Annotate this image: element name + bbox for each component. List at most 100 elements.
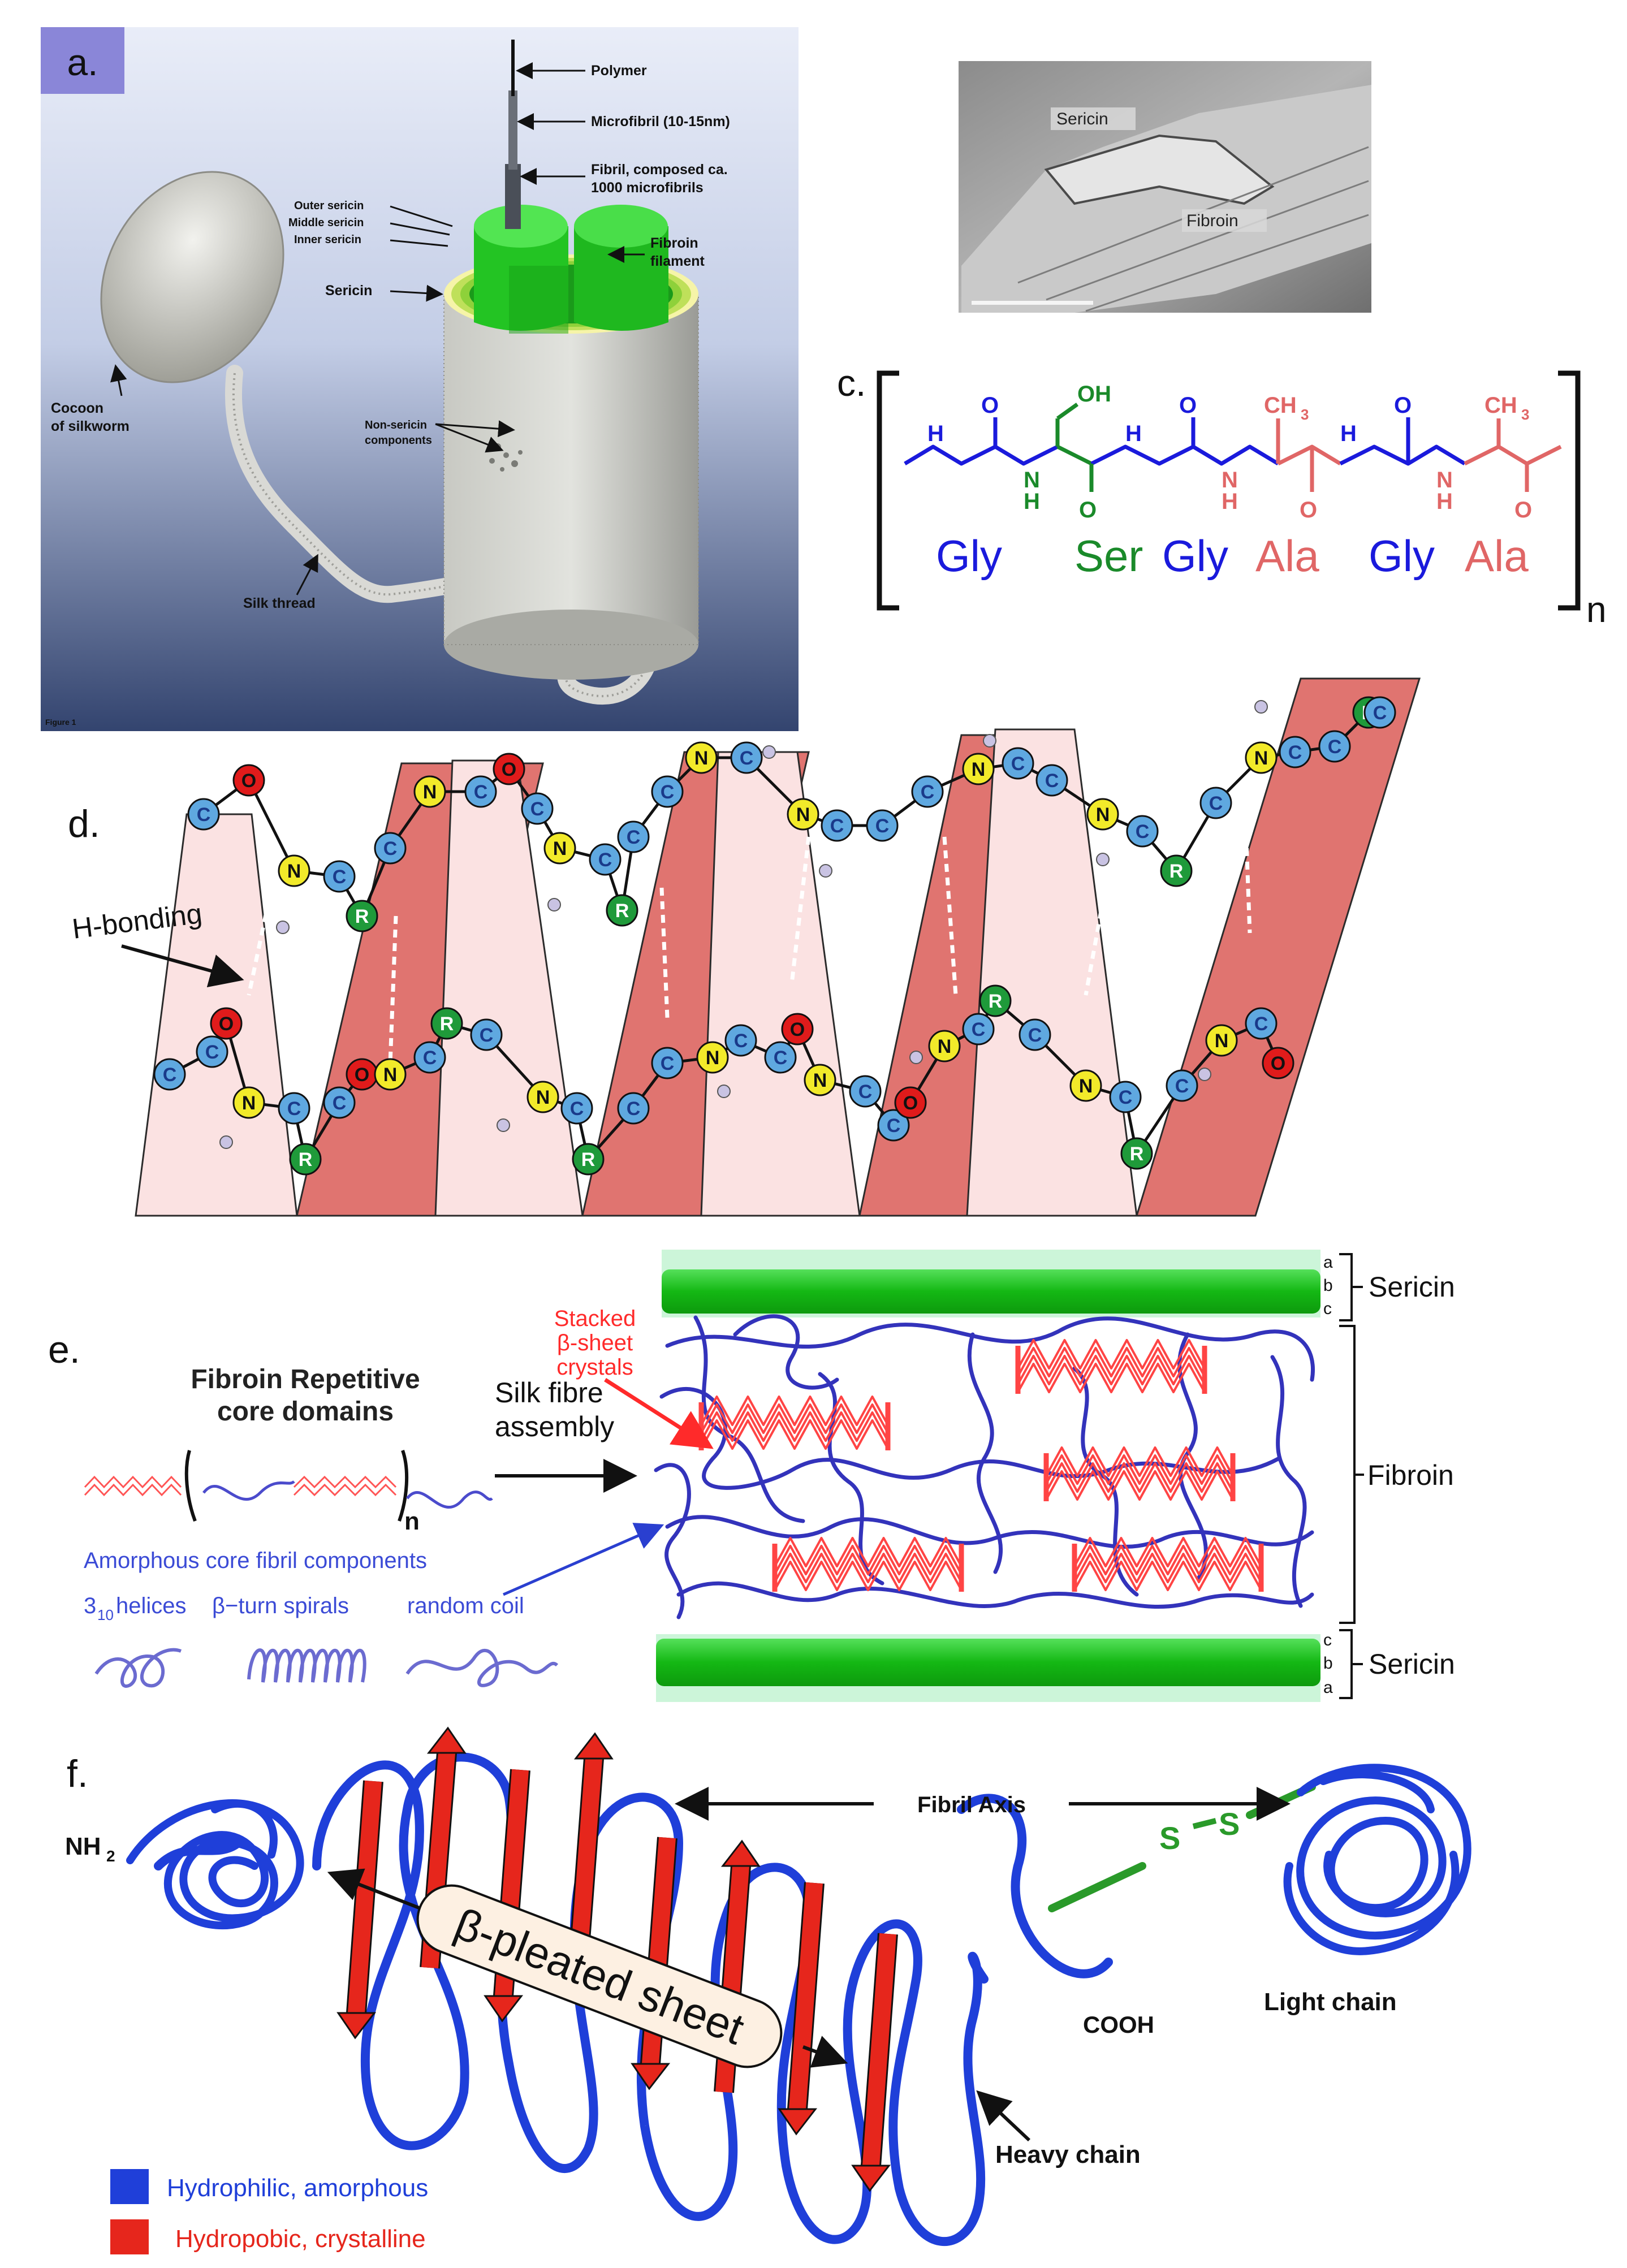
helix-310-icon: [94, 1648, 182, 1688]
atom-C-40-label: C: [333, 1092, 347, 1114]
atom-O-2: O: [232, 764, 265, 797]
atom-N-42-label: N: [383, 1064, 398, 1086]
atom-N-16-ball: [685, 741, 718, 774]
legend-hydrophilic: Hydrophilic, amorphous: [167, 2174, 428, 2202]
c-atom-o3: O: [1179, 393, 1197, 418]
beta-crystal-2-strand-3: [1017, 1355, 1206, 1385]
repetitive-domain-crystals: [84, 1475, 397, 1497]
label-sericin-top: Sericin: [1369, 1271, 1455, 1303]
atom-N-63-label: N: [1079, 1075, 1093, 1097]
random-coil-icon: [405, 1648, 559, 1687]
atom-C-47: C: [560, 1092, 593, 1125]
atom-R-39-ball: [289, 1143, 322, 1176]
paren-right: [398, 1450, 409, 1522]
sem-fibroin-fiber: [961, 85, 1371, 313]
atom-C-34-label: C: [163, 1064, 177, 1086]
disulfide-bond: [1192, 1818, 1217, 1829]
layer-bottom-b: b: [1323, 1654, 1333, 1673]
panel-a: a.: [41, 27, 799, 731]
hbond-4: [789, 836, 811, 984]
atom-C-26: C: [1126, 815, 1159, 848]
beta-crystal-1-strand-3: [700, 1411, 889, 1442]
atom-O-2-label: O: [241, 770, 256, 792]
label-stacked-3: crystals: [556, 1355, 633, 1380]
label-non-sericin-2: components: [365, 434, 432, 447]
beta-crystal-1-strand-1: [700, 1396, 889, 1426]
c-atom-ch3-1-sub: 3: [1301, 406, 1309, 423]
n-terminal-coil-path: [126, 1799, 304, 1930]
atom-N-67-ball: [1205, 1024, 1238, 1057]
beta-crystal-2-strand-4: [1017, 1363, 1206, 1393]
c-atom-n1: N: [1024, 468, 1040, 493]
atom-C-4-ball: [323, 860, 356, 893]
residue-gly-1: Gly: [936, 531, 1002, 581]
atom-R-13: R: [606, 894, 638, 927]
atom-N-7-ball: [413, 775, 446, 808]
atom-C-57-ball: [877, 1109, 910, 1142]
atom-C-6-label: C: [383, 838, 398, 859]
atom-C-31: C: [1318, 730, 1351, 763]
c-atom-h3: H: [1125, 421, 1142, 446]
c-atom-ch3-2-sub: 3: [1521, 406, 1529, 423]
atom-N-46: N: [526, 1081, 559, 1113]
atom-C-49: C: [617, 1092, 650, 1125]
atom-O-54-label: O: [790, 1019, 805, 1040]
beta-crystal-4-strand-1: [774, 1537, 963, 1567]
beta-strand-6-arrowhead: [720, 1839, 761, 1867]
atom-O-9-label: O: [502, 759, 516, 780]
legend-swatch-hydrophobic: [110, 2219, 149, 2254]
label-cooh: COOH: [1083, 2011, 1154, 2038]
beta-strand-2-arrowhead: [426, 1726, 467, 1754]
atom-R-48-ball: [572, 1143, 605, 1176]
atom-C-31-ball: [1318, 730, 1351, 763]
hbond-2: [388, 915, 398, 1064]
c-atom-ch3-1: CH: [1264, 393, 1297, 418]
label-fibril-2: 1000 microfibrils: [591, 180, 704, 196]
atom-C-38-label: C: [287, 1098, 301, 1120]
h-atom-12: [983, 734, 996, 748]
beta-strand-1-body: [348, 1780, 382, 2014]
fibroin-filament-front: [509, 266, 568, 334]
atom-C-12-label: C: [598, 849, 612, 871]
beta-crystal-4-strand-3: [774, 1553, 963, 1583]
atom-C-34-ball: [153, 1058, 186, 1091]
label-amorphous: Amorphous core fibril components: [84, 1548, 427, 1573]
atom-C-14: C: [617, 820, 650, 853]
sem-sericin-sheath: [1044, 134, 1275, 205]
atom-C-62-label: C: [1028, 1025, 1042, 1046]
atom-C-43-label: C: [423, 1047, 437, 1069]
atom-N-18-ball: [787, 798, 819, 831]
atom-C-47-ball: [560, 1092, 593, 1125]
panel-d: d. CONCRCNCOCNCRCCNCNCCCNCCNCRCNCCRCCCON…: [68, 677, 1421, 1217]
beta-strand-8-body: [862, 1933, 896, 2167]
beta-crystal-4: [772, 1537, 964, 1592]
atom-C-50: C: [651, 1047, 684, 1079]
atom-C-10-ball: [521, 792, 554, 825]
label-fibril-1: Fibril, composed ca.: [591, 162, 728, 178]
panel-f: f. Fibril Axis β-pleated sheet NH 2 S S …: [65, 1726, 1471, 2254]
heavy-chain-arrow: [976, 2090, 1031, 2142]
atom-C-33-ball: [1363, 696, 1396, 729]
cylinder-body: [444, 294, 698, 645]
atom-R-44-label: R: [440, 1013, 454, 1035]
beta-strand-7-arrowhead: [778, 2108, 818, 2136]
fibroin-filament-right: [574, 226, 668, 331]
label-microfibril: Microfibril (10-15nm): [591, 114, 730, 129]
paren-left: [184, 1450, 197, 1522]
h-atom-9: [497, 1118, 510, 1132]
atom-C-24-ball: [1035, 764, 1068, 797]
beta-strand-8-arrowhead: [851, 2165, 891, 2192]
label-non-sericin-1: Non-sericin: [365, 419, 427, 431]
atom-C-21-ball: [911, 775, 944, 808]
sericin-top-band: [662, 1269, 1320, 1314]
atom-C-12-ball: [589, 843, 622, 876]
atom-N-7-label: N: [423, 781, 437, 803]
atom-C-66-ball: [1166, 1069, 1198, 1102]
atom-R-39: R: [289, 1143, 322, 1176]
hbond-arrow: [121, 944, 244, 988]
beta-crystal-3-strand-3: [1045, 1462, 1234, 1493]
atom-C-8-label: C: [474, 781, 488, 803]
atom-O-41: O: [346, 1058, 378, 1091]
h-atom-2: [547, 898, 561, 911]
atoms: CONCRCNCOCNCRCCNCNCCCNCCNCRCNCCRCCCONCRC…: [153, 696, 1396, 1176]
